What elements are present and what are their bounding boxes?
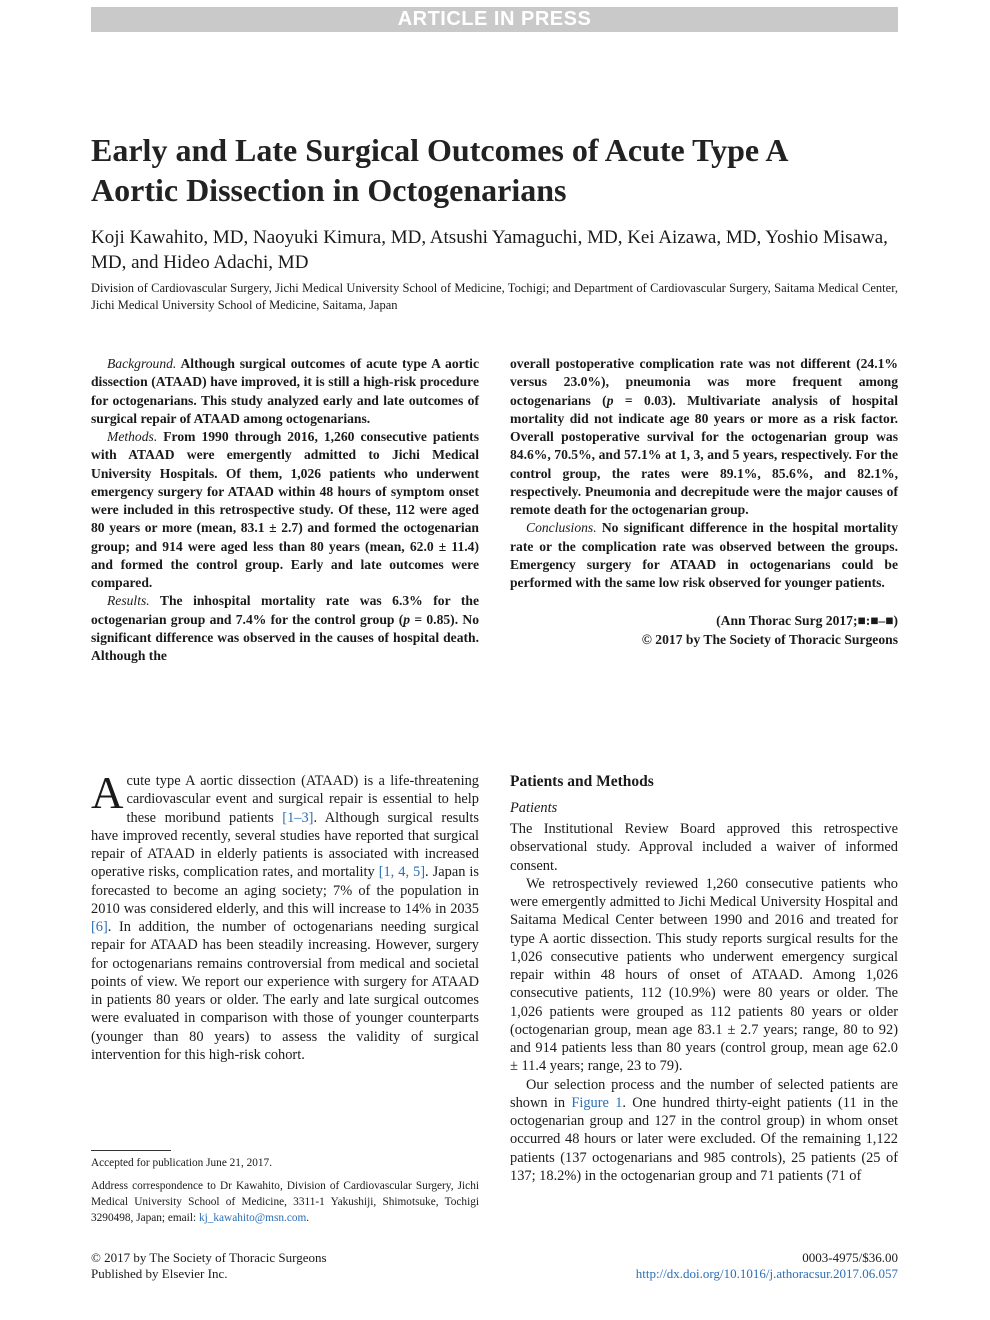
footer-issn: 0003-4975/$36.00 [802,1250,898,1265]
pm-text-a: Our selection process and the number of … [510,1076,898,1111]
abstract-left-column: Background. Although surgical outcomes o… [91,355,479,665]
footer-publisher: Published by Elsevier Inc. [91,1266,228,1281]
journal-citation: (Ann Thorac Surg 2017;■:■–■) [716,613,898,629]
patients-paragraph-2: We retrospectively reviewed 1,260 consec… [510,875,898,1075]
results-label: Results. [107,593,150,609]
results-cont-text-a: overall postoperative complication rate … [510,356,898,408]
methods-text: From 1990 through 2016, 1,260 consecutiv… [91,429,479,590]
correspondence-text: Address correspondence to Dr Kawahito, D… [91,1180,479,1224]
reference-link[interactable]: [6] [91,919,108,935]
article-in-press-banner: ARTICLE IN PRESS [91,7,898,32]
background-text: Although surgical outcomes of acute type… [91,356,479,426]
intro-text-3: . Japan is forecasted to become an aging… [91,864,479,917]
abstract-results-continued: overall postoperative complication rate … [510,355,898,519]
footer-left: © 2017 by The Society of Thoracic Surgeo… [91,1250,491,1282]
abstract-conclusions: Conclusions. No significant difference i… [510,519,898,592]
reference-link[interactable]: [1–3] [282,809,314,826]
article-title: Early and Late Surgical Outcomes of Acut… [91,132,787,208]
footnote-divider [91,1150,171,1151]
section-heading: Patients and Methods [510,773,654,790]
email-link[interactable]: kj_kawahito@msn.com [198,1212,307,1224]
p-value-symbol: p [403,611,411,627]
conclusions-text: No significant difference in the hospita… [510,520,898,590]
figure-link[interactable]: Figure 1 [571,1094,623,1111]
pm-text-b: . One hundred thirty-eight patients (11 … [510,1094,898,1184]
correspondence-end: . [306,1212,310,1224]
body-right-column: Patients and Methods Patients The Instit… [510,772,898,1185]
intro-text-1: cute type A aortic dissection (ATAAD) is… [126,773,480,826]
background-label: Background. [107,356,177,371]
patients-paragraph-1: The Institutional Review Board approved … [510,821,898,874]
doi-link[interactable]: http://dx.doi.org/10.1016/j.athoracsur.2… [635,1266,898,1281]
drop-cap: A [91,768,124,818]
intro-text-2: . Although surgical results have improve… [91,809,479,881]
results-cont-text-b: = 0.03). Multivariate analysis of hospit… [510,392,898,518]
conclusions-label: Conclusions. [526,520,597,536]
p-value-symbol: p [606,392,614,408]
abstract-right-column: overall postoperative complication rate … [510,355,898,649]
journal-citation-block: (Ann Thorac Surg 2017;■:■–■) © 2017 by T… [510,612,898,649]
patients-paragraph-3: Our selection process and the number of … [510,1076,898,1186]
author-list: Koji Kawahito, MD, Naoyuki Kimura, MD, A… [91,227,888,273]
intro-text-4: . In addition, the number of octogenaria… [91,919,479,1063]
footer-copyright: © 2017 by The Society of Thoracic Surgeo… [91,1250,327,1265]
abstract-methods: Methods. From 1990 through 2016, 1,260 c… [91,428,479,592]
reference-link[interactable]: [1, 4, 5] [378,864,426,881]
abstract-background: Background. Although surgical outcomes o… [91,355,479,428]
results-text-a: The inhospital mortality rate was 6.3% f… [91,593,479,627]
correspondence-address: Address correspondence to Dr Kawahito, D… [91,1178,479,1226]
accepted-date: Accepted for publication June 21, 2017. [91,1157,273,1169]
methods-label: Methods. [107,429,158,444]
footer-right: 0003-4975/$36.00 http://dx.doi.org/10.10… [498,1250,898,1282]
author-affiliation: Division of Cardiovascular Surgery, Jich… [91,281,898,312]
results-text-b: = 0.85). No significant difference was o… [91,611,479,664]
abstract-copyright: © 2017 by The Society of Thoracic Surgeo… [641,631,898,647]
abstract-results: Results. The inhospital mortality rate w… [91,592,479,665]
subsection-heading: Patients [510,800,558,816]
footnotes: Accepted for publication June 21, 2017. … [91,1155,479,1233]
